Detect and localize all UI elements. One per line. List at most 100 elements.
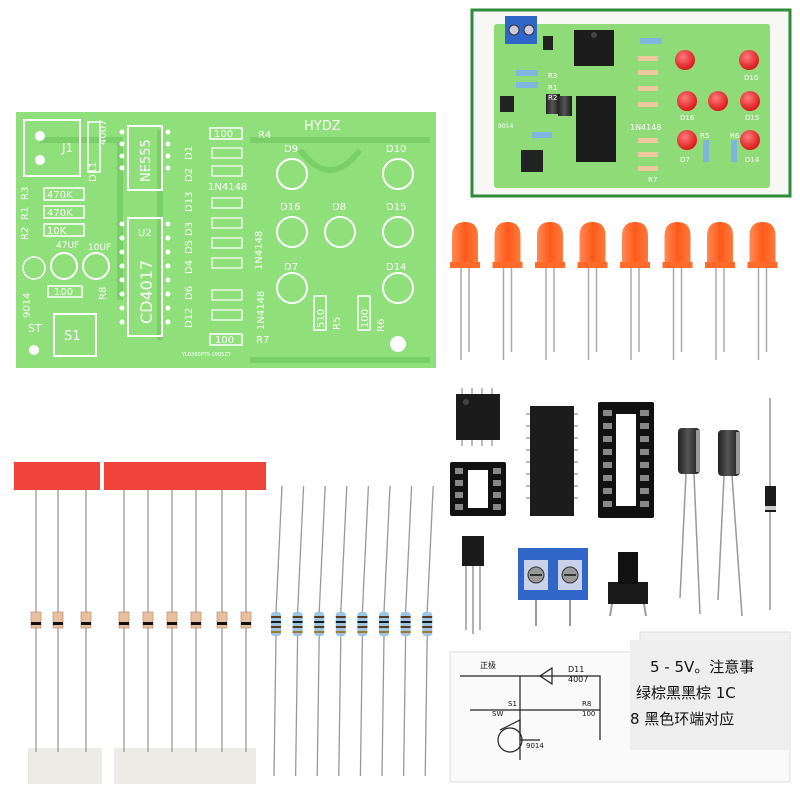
diode-part-label-3: 1N4148 <box>256 291 267 330</box>
inset-label-diode-part: 1N4148 <box>630 123 661 132</box>
manual-line-2: 绿棕黑黑棕 1C <box>636 684 736 702</box>
d16-label: D16 <box>280 202 300 213</box>
socket-window <box>616 414 636 506</box>
d14-label: D14 <box>386 262 406 273</box>
transistor <box>462 536 484 634</box>
pad <box>35 131 45 141</box>
inset-pcb <box>494 24 770 188</box>
d2-label: D2 <box>184 168 195 182</box>
r4-value-label: 100 <box>214 129 233 140</box>
orange-led <box>662 222 693 360</box>
resistor <box>357 485 370 777</box>
terminal-block <box>518 548 588 626</box>
d3-label: D3 <box>184 222 195 236</box>
inset-resistor <box>703 140 709 162</box>
ic-components <box>450 388 654 518</box>
manual-line-1: 5 - 5V。注意事 <box>650 658 754 676</box>
pad <box>35 155 45 165</box>
d10-label: D10 <box>386 144 406 155</box>
d11-footprint <box>87 121 101 173</box>
diode-part-label: 1N4148 <box>208 182 247 193</box>
q1-footprint <box>22 256 46 280</box>
manual-s1-label: S1 <box>508 700 517 708</box>
small-signal-diode <box>30 490 42 752</box>
r8-value-label: 100 <box>54 287 73 298</box>
manual-positive-label: 正极 <box>480 660 496 670</box>
orange-led <box>620 222 650 360</box>
small-signal-diode <box>52 490 64 752</box>
main-pcb: HYDZ J1 4007 D11 NE555 CD4017 U2 470K 47… <box>16 112 436 368</box>
inset-diode-column <box>638 56 658 171</box>
c-10uf-footprint <box>82 252 110 280</box>
orange-led <box>492 222 523 360</box>
pcb-serial: YL0360PT5-1905ZT <box>181 352 232 358</box>
ne555-footprint <box>127 125 163 191</box>
d7-label: D7 <box>284 262 298 273</box>
inset-capacitor <box>558 96 572 116</box>
instruction-sheet: 5 - 5V。注意事 绿棕黑黑棕 1C 8 黑色环端对应 D11 4007 R8… <box>449 631 791 783</box>
electrolytic-capacitor <box>718 430 740 476</box>
manual-r8-label: R8 <box>582 700 591 708</box>
pcb-brand-label: HYDZ <box>304 119 341 134</box>
inset-label-d15: D15 <box>745 114 759 122</box>
inset-label-r1: R1 <box>548 84 557 92</box>
inset-button <box>521 150 543 172</box>
d1-label: D1 <box>184 146 195 160</box>
tactile-button <box>608 552 648 617</box>
r-stack <box>43 187 85 237</box>
socket-window <box>468 470 488 508</box>
r7-label: R7 <box>256 335 269 346</box>
taped-diodes <box>14 462 266 784</box>
r4-footprint <box>209 127 243 140</box>
resistor <box>379 485 391 777</box>
st-label: ST <box>28 322 42 335</box>
pad <box>390 336 406 352</box>
d8-label: D8 <box>332 202 346 213</box>
d11-part-label: 4007 <box>98 120 109 145</box>
small-signal-diode <box>240 490 252 752</box>
s1-label: S1 <box>64 329 81 344</box>
resistor-strip <box>271 485 434 777</box>
inset-resistor <box>516 70 538 76</box>
r1-label: R1 <box>20 207 31 220</box>
inset-label-q1: 9014 <box>498 123 513 130</box>
r6-label: R6 <box>376 319 387 332</box>
small-signal-diode <box>190 490 202 752</box>
red-tape <box>14 462 100 490</box>
orange-led <box>577 222 608 360</box>
inset-label-r3: R3 <box>548 72 557 80</box>
inset-label-d7: D7 <box>680 156 690 164</box>
rectifier-diode <box>765 398 776 610</box>
inset-diode <box>543 36 553 50</box>
orange-led <box>705 222 735 360</box>
resistor <box>314 485 326 777</box>
manual-line-3: 8 黑色环端对应 <box>630 710 734 728</box>
j1-footprint <box>23 119 81 177</box>
inset-label-d10: D10 <box>744 74 758 82</box>
white-tape <box>114 748 256 784</box>
d9-label: D9 <box>284 144 298 155</box>
c-10uf-label: 10UF <box>88 243 111 253</box>
resistor <box>271 485 283 777</box>
manual-d11-label: D11 <box>568 665 584 674</box>
r5-value-label: 510 <box>316 309 327 328</box>
r6-footprint <box>357 295 371 331</box>
d4-label: D4 <box>184 260 195 274</box>
inset-capacitor <box>546 94 560 114</box>
manual-d11-part: 4007 <box>568 675 588 684</box>
inset-label-d14: D14 <box>745 156 760 164</box>
u2-label: U2 <box>138 228 152 239</box>
inset-label-r2: R2 <box>548 94 557 102</box>
d15-label: D15 <box>386 202 406 213</box>
manual-r8-value: 100 <box>582 710 595 718</box>
diode-footprints <box>211 147 243 321</box>
cd4017-label: CD4017 <box>137 260 156 324</box>
pcb-traces <box>40 130 430 363</box>
q1-label: 9014 <box>22 293 33 318</box>
d12-label: D12 <box>184 308 195 328</box>
manual-q1-label: 9014 <box>526 742 544 750</box>
r3-label: R3 <box>20 187 31 200</box>
capacitors <box>678 428 743 617</box>
inset-red-leds <box>675 50 760 150</box>
